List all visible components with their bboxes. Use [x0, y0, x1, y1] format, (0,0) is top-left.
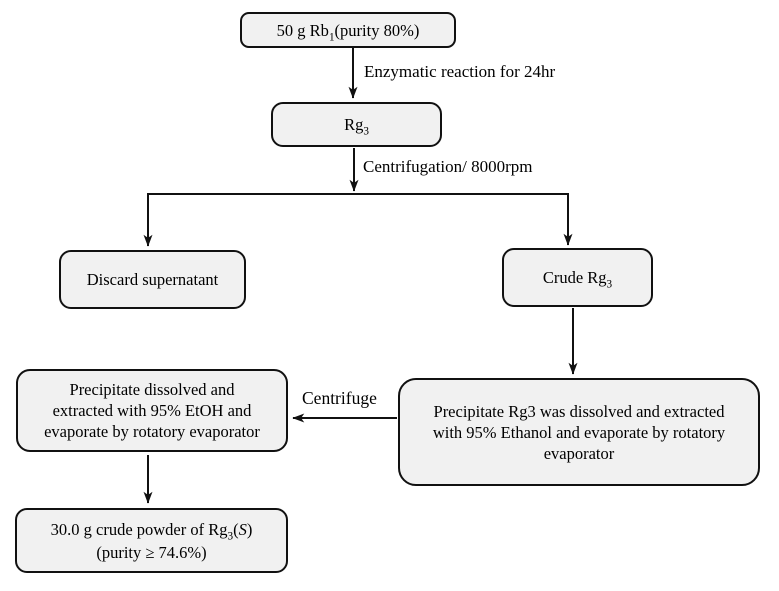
node-final-line2: (purity ≥ 74.6%)	[96, 542, 207, 562]
node-crude-rg3: Crude Rg3	[502, 248, 653, 307]
node-precipitate-dissolved: Precipitate dissolved and extracted with…	[16, 369, 288, 452]
node-line: Precipitate dissolved and	[69, 380, 235, 399]
italic-s: S	[238, 519, 247, 539]
node-discard-label: Discard supernatant	[86, 270, 219, 289]
subscript: 3	[227, 529, 234, 542]
node-line: with 95% Ethanol and evaporate by rotato…	[432, 422, 726, 442]
node-final-line1: 30.0 g crude powder of Rg3(S)	[50, 519, 253, 542]
edge-label-centrifugation: Centrifugation/ 8000rpm	[363, 157, 533, 176]
subscript: 3	[363, 125, 369, 138]
edge-label-enzymatic-reaction: Enzymatic reaction for 24hr	[364, 62, 556, 81]
node-final-crude-powder: 30.0 g crude powder of Rg3(S) (purity ≥ …	[15, 508, 288, 573]
edge-label-centrifuge: Centrifuge	[302, 388, 377, 408]
node-source-rb1: 50 g Rb1(purity 80%)	[240, 12, 456, 48]
node-discard-supernatant: Discard supernatant	[59, 250, 246, 309]
subscript: 3	[606, 278, 613, 291]
node-rg3-label: Rg3	[344, 115, 369, 138]
node-rg3: Rg3	[271, 102, 442, 147]
node-line: Precipitate Rg3 was dissolved and extrac…	[433, 401, 725, 421]
node-line: extracted with 95% EtOH and	[52, 401, 252, 420]
node-precipitate-extraction: Precipitate Rg3 was dissolved and extrac…	[398, 378, 760, 486]
subscript: 1	[328, 30, 335, 43]
node-source-label: 50 g Rb1(purity 80%)	[276, 20, 420, 43]
node-crude-label: Crude Rg3	[542, 268, 613, 291]
node-line: evaporate by rotatory evaporator	[44, 422, 260, 441]
node-line: evaporator	[543, 443, 615, 463]
